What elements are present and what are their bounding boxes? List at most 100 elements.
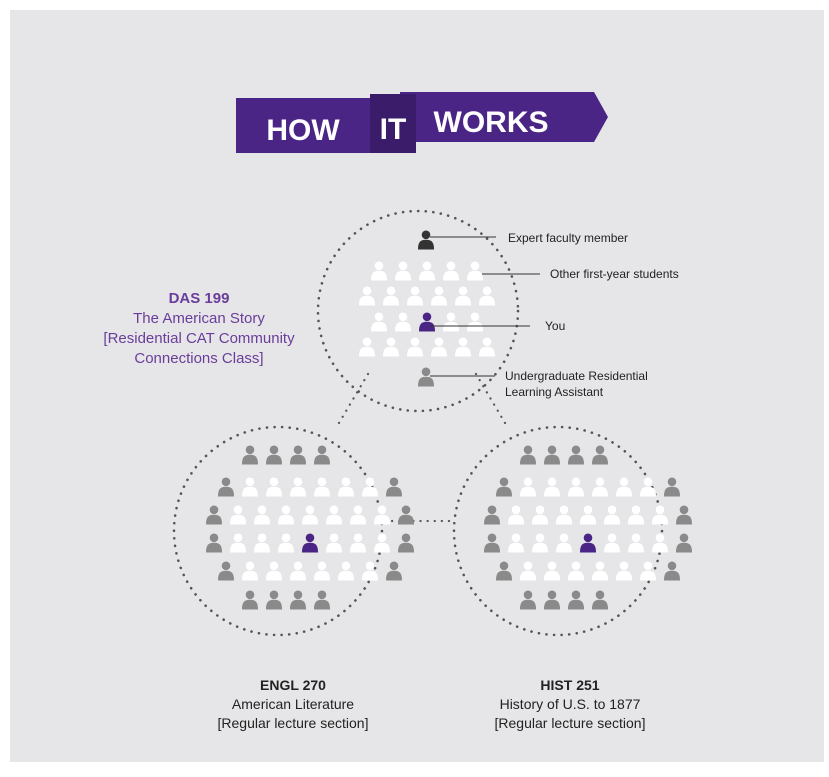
student-person-icon	[278, 505, 294, 525]
student-person-icon	[407, 337, 423, 357]
student-person-icon	[628, 505, 644, 525]
engl-270-label: ENGL 270 American Literature [Regular le…	[193, 676, 393, 733]
assistant-person-icon	[290, 445, 306, 465]
assistant-person-icon	[664, 561, 680, 581]
banner-arrow-shape	[400, 92, 608, 142]
student-person-icon	[350, 505, 366, 525]
you-person-icon	[302, 533, 318, 553]
student-person-icon	[616, 561, 632, 581]
das-course-code: DAS 199	[168, 290, 230, 307]
you-person-icon	[580, 533, 596, 553]
student-person-icon	[242, 561, 258, 581]
student-person-icon	[604, 505, 620, 525]
student-person-icon	[640, 561, 656, 581]
student-person-icon	[443, 261, 459, 281]
callout-labels: Expert faculty member Other first-year s…	[505, 231, 679, 399]
student-person-icon	[455, 286, 471, 306]
student-person-icon	[604, 533, 620, 553]
student-person-icon	[371, 261, 387, 281]
assistant-person-icon	[206, 533, 222, 553]
student-person-icon	[568, 561, 584, 581]
student-person-icon	[326, 505, 342, 525]
student-person-icon	[532, 505, 548, 525]
callout-lines	[430, 236, 540, 377]
assistant-person-icon	[218, 561, 234, 581]
connector-top-right	[474, 372, 510, 430]
student-person-icon	[350, 533, 366, 553]
how-it-works-diagram: HOW IT WORKS Expert faculty member Other…	[172, 92, 692, 637]
assistant-person-icon	[290, 590, 306, 610]
student-person-icon	[652, 533, 668, 553]
engl-course-code: ENGL 270	[260, 677, 326, 693]
hist-251-label: HIST 251 History of U.S. to 1877 [Regula…	[465, 676, 675, 733]
student-person-icon	[455, 337, 471, 357]
student-person-icon	[395, 312, 411, 332]
das-course-note-1: [Residential CAT Community	[103, 330, 295, 347]
banner-how-block	[236, 98, 370, 153]
student-person-icon	[407, 286, 423, 306]
engl-course-title: American Literature	[231, 696, 355, 712]
assistant-person-icon	[544, 445, 560, 465]
student-person-icon	[362, 477, 378, 497]
assistant-person-icon	[520, 445, 536, 465]
student-person-icon	[266, 477, 282, 497]
banner-it-block	[370, 94, 416, 153]
how-it-works-banner: HOW IT WORKS	[236, 92, 608, 153]
engl-course-note: [Regular lecture section]	[217, 715, 369, 731]
hist-course-note: [Regular lecture section]	[494, 715, 646, 731]
student-person-icon	[374, 533, 390, 553]
student-person-icon	[242, 477, 258, 497]
assistant-person-icon	[592, 445, 608, 465]
you-person-icon	[419, 312, 435, 332]
student-person-icon	[419, 261, 435, 281]
hist-dotted-circle	[452, 425, 664, 637]
student-person-icon	[431, 337, 447, 357]
student-person-icon	[359, 337, 375, 357]
assistant-person-icon	[266, 590, 282, 610]
student-person-icon	[532, 533, 548, 553]
banner-how-text: HOW	[266, 114, 340, 147]
assistant-person-icon	[484, 533, 500, 553]
hist-course-title: History of U.S. to 1877	[499, 696, 641, 712]
assistant-person-icon	[314, 445, 330, 465]
engl-dotted-circle	[172, 425, 384, 637]
student-person-icon	[266, 561, 282, 581]
assistant-person-icon	[484, 505, 500, 525]
student-person-icon	[616, 477, 632, 497]
hist-course-code: HIST 251	[540, 677, 600, 693]
student-person-icon	[628, 533, 644, 553]
assistant-person-icon	[520, 590, 536, 610]
assistant-person-icon	[418, 367, 434, 387]
student-person-icon	[520, 477, 536, 497]
assistant-person-icon	[242, 445, 258, 465]
student-person-icon	[314, 561, 330, 581]
student-person-icon	[383, 286, 399, 306]
banner-works-text: WORKS	[434, 106, 549, 139]
student-person-icon	[338, 561, 354, 581]
assistant-person-icon	[314, 590, 330, 610]
student-person-icon	[230, 505, 246, 525]
assistant-person-icon	[568, 445, 584, 465]
assistant-person-icon	[218, 477, 234, 497]
circle-connectors	[334, 372, 510, 523]
student-person-icon	[592, 561, 608, 581]
student-person-icon	[544, 477, 560, 497]
das-dotted-circle	[316, 209, 520, 413]
student-person-icon	[254, 505, 270, 525]
student-person-icon	[580, 505, 596, 525]
student-person-icon	[290, 561, 306, 581]
assistant-person-icon	[664, 477, 680, 497]
student-person-icon	[508, 533, 524, 553]
student-person-icon	[359, 286, 375, 306]
student-person-icon	[479, 286, 495, 306]
assistant-callout-text-1: Undergraduate Residential	[505, 369, 648, 383]
assistant-person-icon	[206, 505, 222, 525]
faculty-person-icon	[418, 230, 434, 250]
student-person-icon	[314, 477, 330, 497]
student-person-icon	[443, 312, 459, 332]
student-person-icon	[395, 261, 411, 281]
student-person-icon	[371, 312, 387, 332]
assistant-person-icon	[386, 477, 402, 497]
assistant-person-icon	[398, 533, 414, 553]
assistant-callout-text-2: Learning Assistant	[505, 385, 604, 399]
